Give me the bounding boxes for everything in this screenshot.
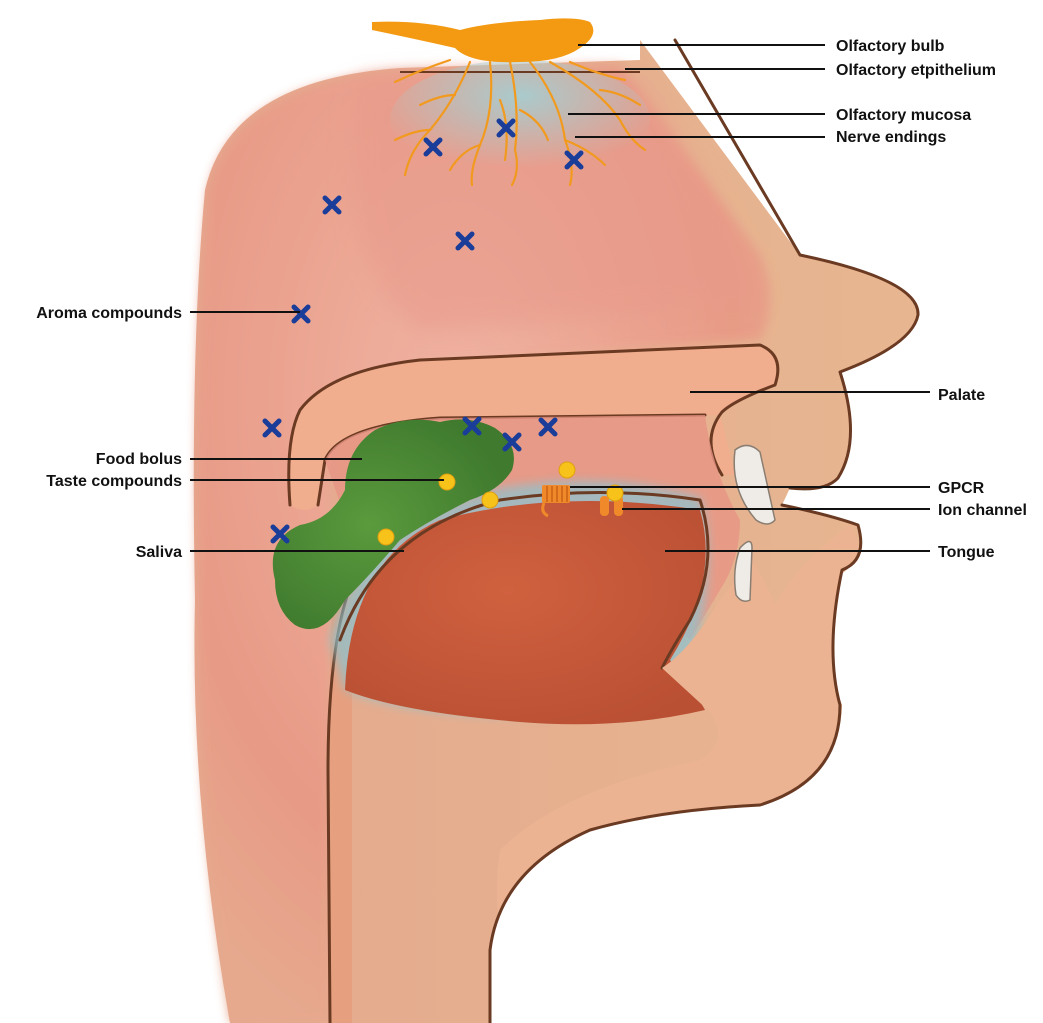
label-aroma-compounds: Aroma compounds — [36, 305, 182, 322]
label-olfactory-mucosa: Olfactory mucosa — [836, 107, 971, 124]
label-olfactory-bulb: Olfactory bulb — [836, 38, 945, 55]
olfactory-bulb-shape — [372, 18, 593, 62]
label-gpcr: GPCR — [938, 480, 985, 497]
label-taste-compounds: Taste compounds — [46, 473, 182, 490]
label-ion-channel: Ion channel — [938, 502, 1027, 519]
label-food-bolus: Food bolus — [96, 451, 182, 468]
label-tongue: Tongue — [938, 544, 995, 561]
yellow-dot-icon — [482, 492, 498, 508]
yellow-dot-icon — [439, 474, 455, 490]
label-saliva: Saliva — [136, 544, 182, 561]
yellow-dot-icon — [559, 462, 575, 478]
olfactory-mucosa-haze — [390, 60, 650, 180]
label-nerve-endings: Nerve endings — [836, 129, 946, 146]
label-palate: Palate — [938, 387, 985, 404]
yellow-dot-icon — [378, 529, 394, 545]
label-olfactory-epithelium: Olfactory etpithelium — [836, 62, 996, 79]
